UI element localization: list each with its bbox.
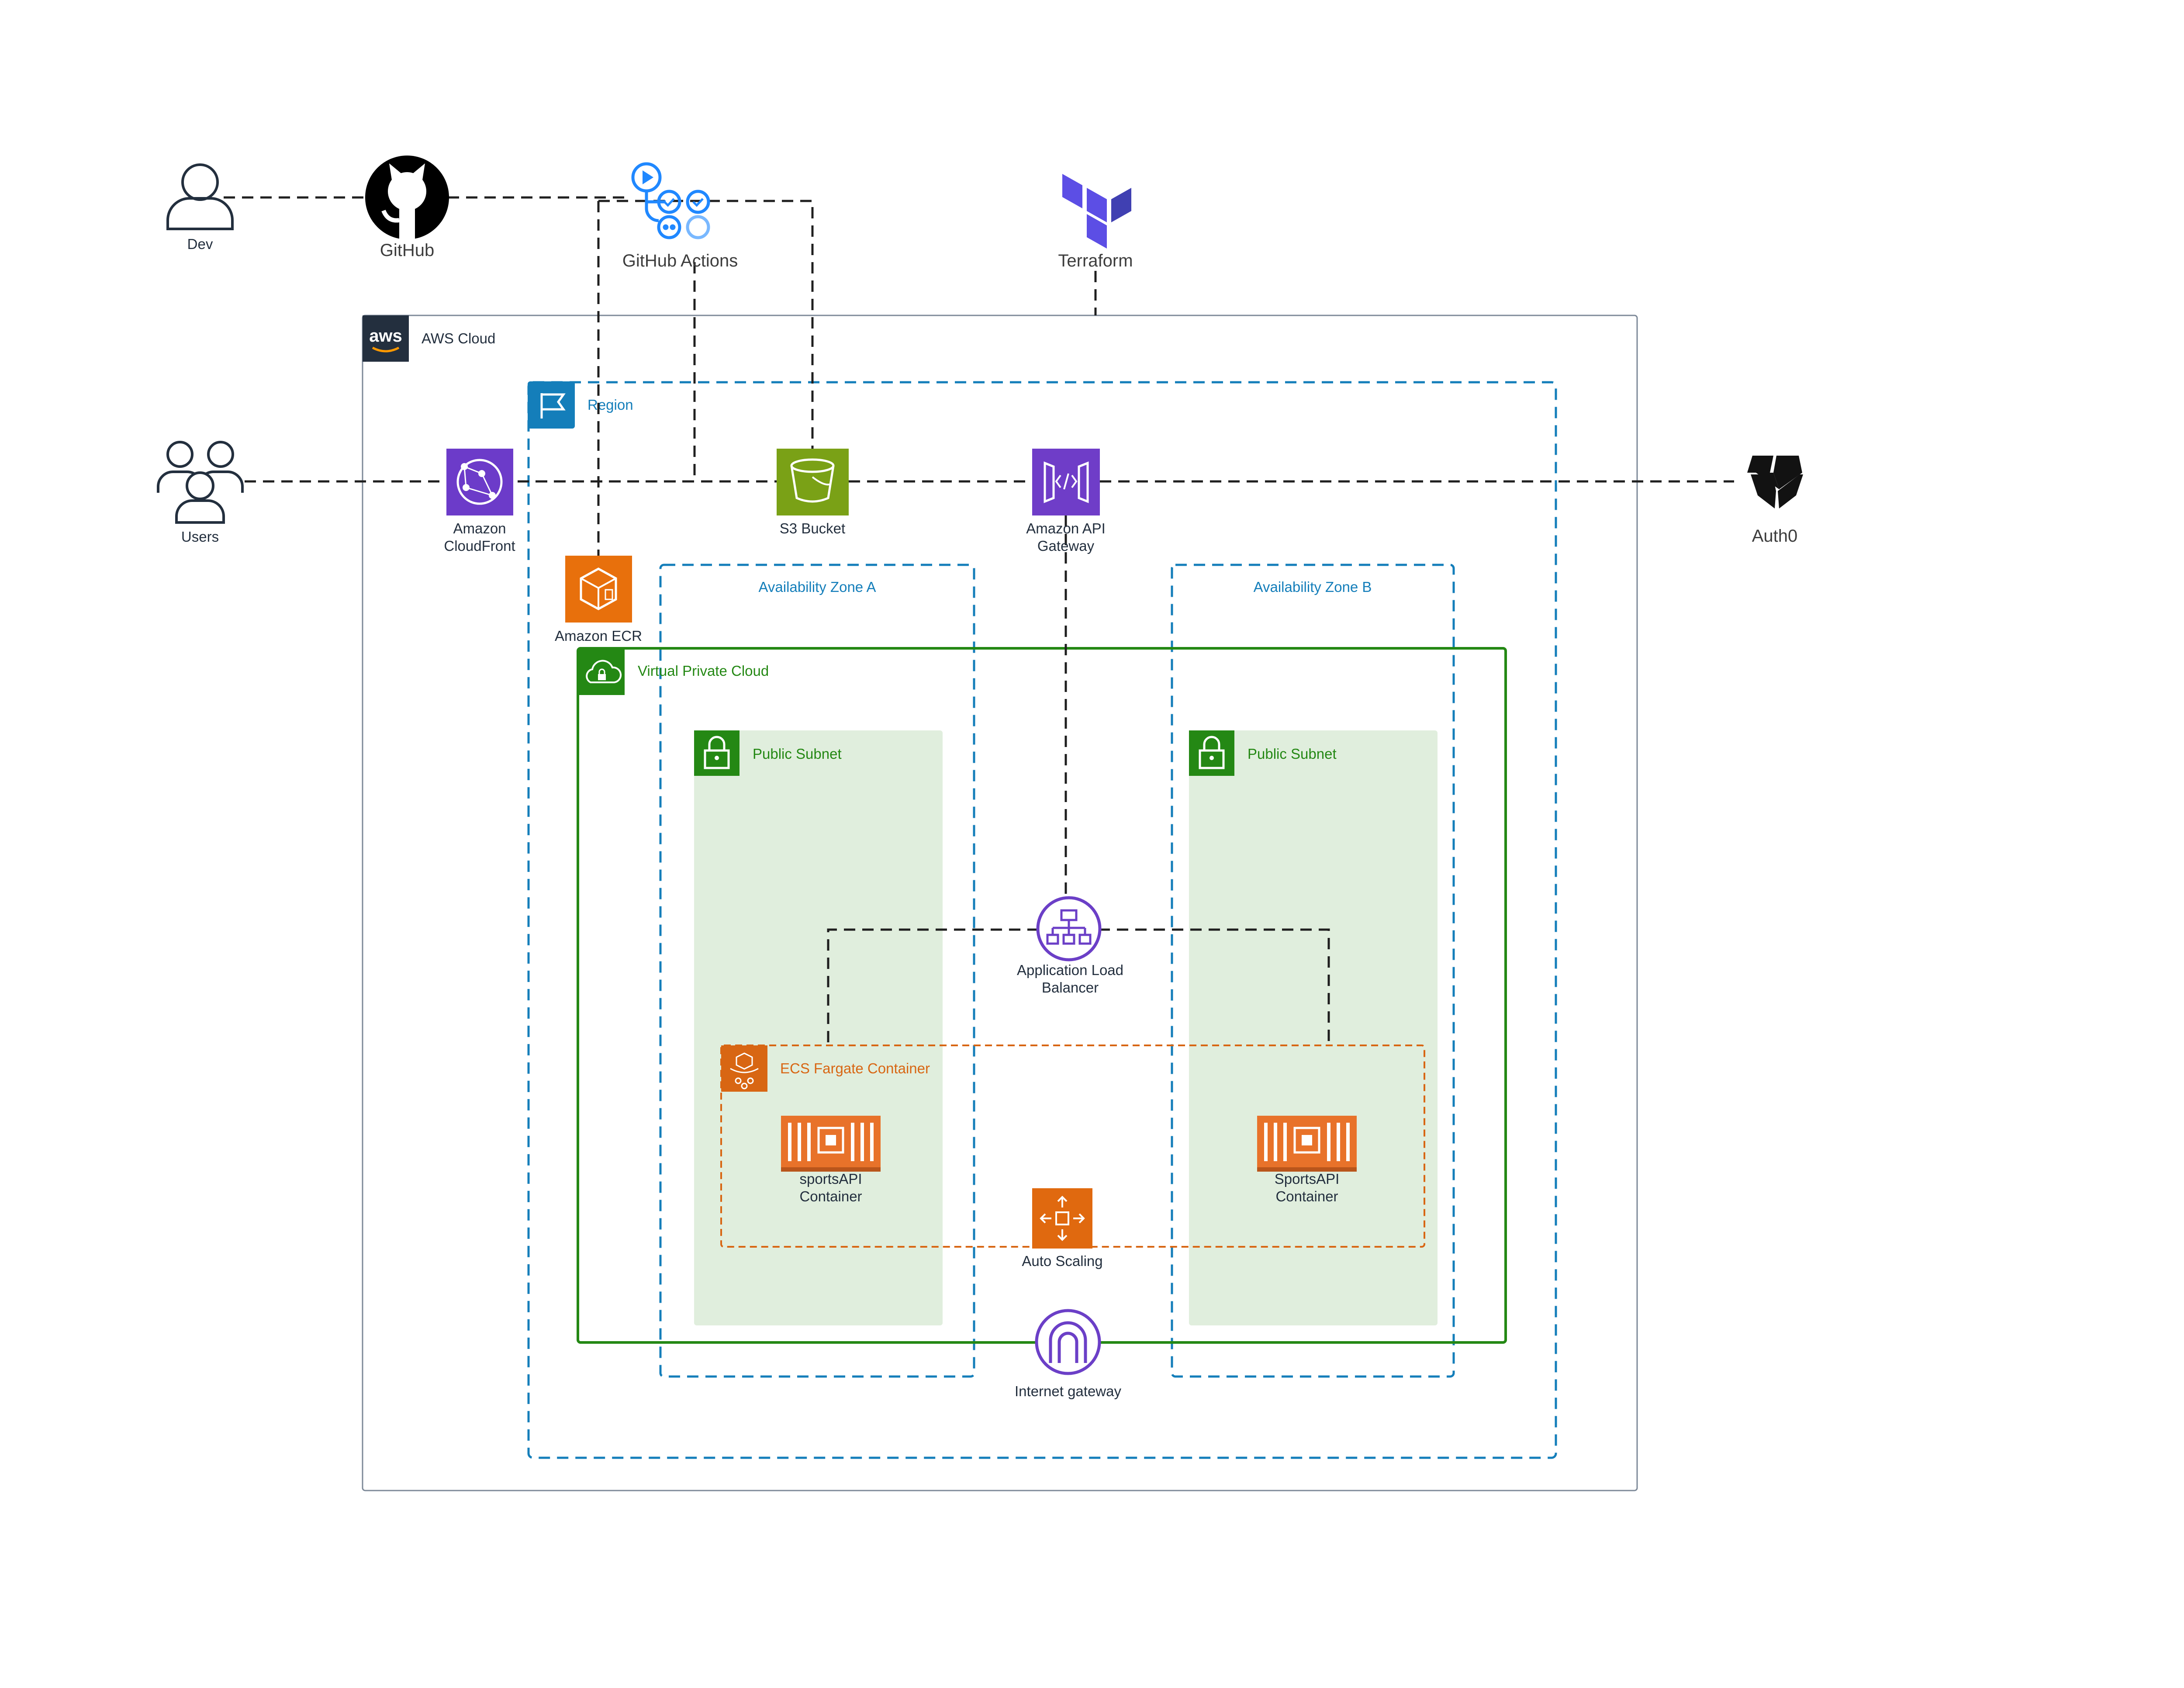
ecr-icon	[565, 556, 632, 623]
ecr-service: Amazon ECR	[555, 556, 642, 644]
aws-cloud-group: aws AWS Cloud	[362, 315, 1638, 1491]
cloud-lock-icon	[578, 648, 625, 695]
public-subnet-b: Public Subnet	[1189, 730, 1438, 1325]
connector-alb-container-a	[827, 928, 1039, 1045]
auth0-icon	[1747, 456, 1803, 508]
cloudfront-label-line2: CloudFront	[444, 538, 515, 554]
github-actions-icon	[631, 162, 710, 239]
connector-alb-container-b	[1099, 928, 1330, 1045]
ecr-label: Amazon ECR	[555, 628, 642, 644]
region-group: Region	[527, 381, 1557, 1459]
aws-cloud-label: AWS Cloud	[422, 330, 495, 346]
container-a-service: sportsAPI Container	[781, 1116, 881, 1204]
dev-actor: Dev	[166, 163, 234, 252]
ecs-fargate-label: ECS Fargate Container	[780, 1060, 930, 1076]
connectors	[224, 196, 1734, 1045]
auto-scaling-icon	[1032, 1188, 1092, 1249]
fargate-icon	[721, 1045, 767, 1092]
s3-service: S3 Bucket	[777, 449, 849, 536]
user-icon	[166, 163, 234, 230]
users-icon	[157, 441, 244, 524]
container-b-label-line1: SportsAPI	[1275, 1171, 1340, 1187]
users-actor: Users	[157, 441, 244, 545]
bucket-icon	[777, 449, 849, 515]
lock-icon	[694, 730, 740, 776]
api-gateway-service: Amazon API Gateway	[1026, 449, 1106, 554]
github-icon	[365, 156, 449, 239]
aws-logo: aws	[363, 315, 409, 362]
svg-text:aws: aws	[369, 326, 402, 346]
container-a-label-line1: sportsAPI	[799, 1171, 862, 1187]
auto-scaling-service: Auto Scaling	[1022, 1188, 1103, 1269]
public-subnet-a: Public Subnet	[694, 730, 943, 1325]
region-label: Region	[587, 397, 633, 413]
internet-gateway-label: Internet gateway	[1015, 1383, 1121, 1399]
public-subnet-a-label: Public Subnet	[753, 746, 842, 762]
lock-icon	[1189, 730, 1234, 776]
cloudfront-label-line1: Amazon	[453, 520, 506, 536]
vpc-label: Virtual Private Cloud	[638, 663, 769, 679]
github-actor: GitHub	[365, 156, 449, 260]
container-b-service: SportsAPI Container	[1257, 1116, 1357, 1204]
terraform-label: Terraform	[1058, 251, 1133, 270]
container-a-label-line2: Container	[799, 1188, 862, 1204]
auth0-actor: Auth0	[1747, 456, 1803, 546]
cloudfront-icon	[446, 449, 513, 515]
alb-service: Application Load Balancer	[1017, 896, 1123, 996]
api-gateway-label-line1: Amazon API	[1026, 520, 1106, 536]
container-b-label-line2: Container	[1275, 1188, 1338, 1204]
connector-actions-cloudfront	[518, 262, 696, 483]
terraform-actor: Terraform	[1058, 174, 1133, 270]
auth0-label: Auth0	[1752, 526, 1798, 546]
public-subnet-b-label: Public Subnet	[1248, 746, 1337, 762]
terraform-icon	[1062, 174, 1131, 249]
cloudfront-service: Amazon CloudFront	[444, 449, 515, 554]
s3-label: S3 Bucket	[780, 520, 845, 536]
container-icon	[781, 1116, 881, 1172]
availability-zone-b: Availability Zone B	[1171, 564, 1455, 1378]
container-icon	[1257, 1116, 1357, 1172]
internet-gateway-icon	[1035, 1309, 1101, 1375]
api-gateway-icon	[1032, 449, 1100, 515]
auto-scaling-label: Auto Scaling	[1022, 1253, 1102, 1269]
vpc-group: Virtual Private Cloud	[577, 647, 1507, 1344]
az-a-label: Availability Zone A	[758, 579, 876, 595]
github-actions-actor: GitHub Actions	[622, 162, 738, 270]
internet-gateway-service: Internet gateway	[1015, 1309, 1121, 1399]
github-actions-label: GitHub Actions	[622, 251, 738, 270]
flag-icon	[528, 381, 575, 429]
users-label: Users	[181, 529, 219, 545]
api-gateway-label-line2: Gateway	[1037, 538, 1095, 554]
az-b-label: Availability Zone B	[1254, 579, 1372, 595]
load-balancer-icon	[1036, 896, 1102, 962]
github-label: GitHub	[380, 241, 435, 260]
dev-label: Dev	[187, 236, 213, 252]
availability-zone-a: Availability Zone A	[659, 564, 975, 1378]
alb-label-line2: Balancer	[1042, 979, 1099, 996]
alb-label-line1: Application Load	[1017, 962, 1123, 978]
